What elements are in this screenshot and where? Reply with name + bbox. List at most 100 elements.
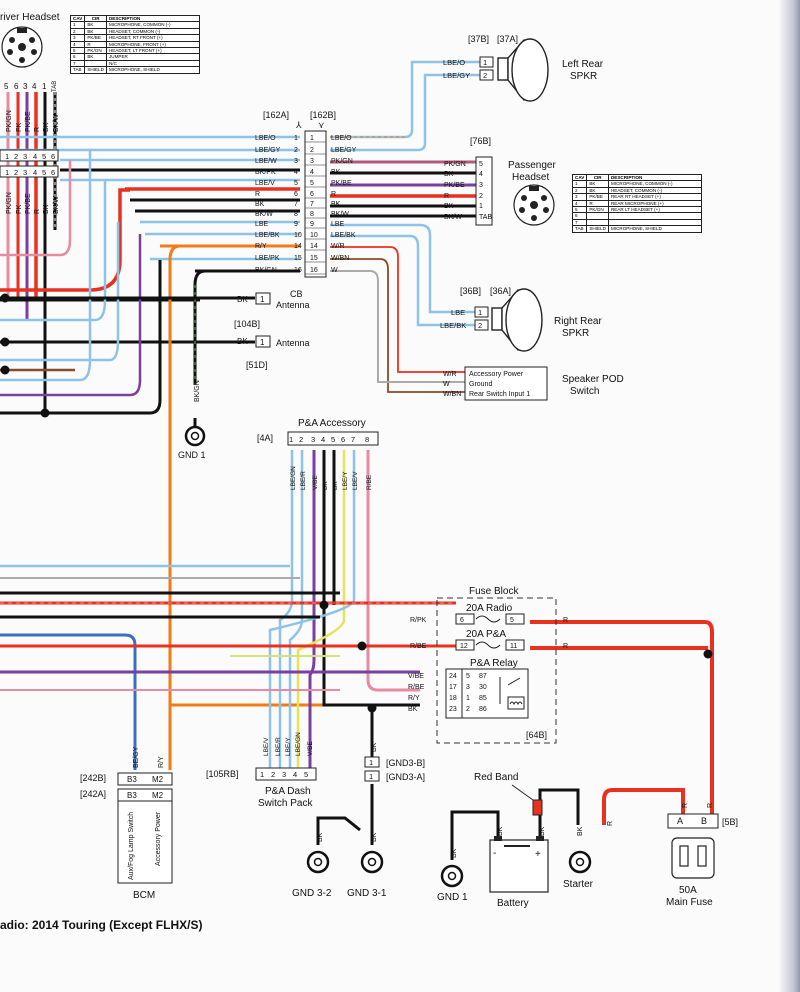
c162-num-l-5: 6 [294,191,298,198]
dh-bp2-3: 3 [23,168,27,177]
bat-plus: + [535,849,541,860]
dh-table-cell: HEADSET, RT FRONT (+) [105,34,200,42]
relay-l-3: 23 [449,706,457,713]
r162-15 [330,258,465,393]
dh-bp2-2: 2 [14,168,18,177]
ph-table-cell: TAB [571,225,588,233]
c162-num-r-8: 9 [310,221,314,228]
dh-table-cell: JUMPER [105,53,200,61]
dh-wl-4: R [34,127,41,132]
bcm-pin-b3-a: B3 [127,791,137,800]
pa-wire-4: BK [332,481,339,490]
pa-w3 [308,450,316,768]
fuse-pl-0: 6 [460,617,464,624]
ph-th-desc: DESCRIPTION [607,173,702,182]
ph-pin-3: 2 [479,193,483,200]
mf-wire-2: R [707,803,714,808]
c162-num-r-2: 3 [310,158,314,165]
bcm-title: BCM [133,890,155,901]
gnd32-wire: BK [317,832,324,842]
dh-wl-2: PK [16,122,23,132]
cb-connector: [104B] [234,319,260,329]
relay-wire-0: V/BE [408,673,424,680]
ph-wire-3: R [444,193,449,200]
diagram-footer-title: adio: 2014 Touring (Except FLHX/S) [0,918,203,932]
rr-wire-2: LBE/BK [440,321,466,330]
dash-pin-1: 2 [271,770,275,779]
dh-bp-5: 5 [42,152,46,161]
dh-table-cell: 6 [69,53,86,61]
bat-wire-2: BK [497,826,504,836]
gnd3-pin-a: 1 [369,772,373,781]
gnd31-label: GND 3-1 [347,888,387,899]
relay-n2-1: 30 [479,684,487,691]
fuse-link-icon [475,615,501,623]
c162-left-9: LBE/BK [255,232,280,239]
fuse-out-0: R [563,617,568,624]
c162-num-r-3: 4 [310,169,314,176]
pod-title-2: Switch [570,386,599,397]
rr-wire-1: LBE [451,308,465,317]
gnd3-pin-b: 1 [369,758,373,767]
gnd1-bottom-ring-icon [440,864,464,888]
relay-n1-3: 2 [466,706,470,713]
dh-lower-wire-labels: PK/GN PK PK/BE R BK BK/W [6,192,60,214]
bkgn-gnd1 [193,269,300,385]
rr-title-2: SPKR [562,328,589,339]
relay-n2-2: 85 [479,695,487,702]
relay-n1-0: 5 [466,673,470,680]
ph-table-cell: 4 [571,199,588,208]
main-fuse-icon [671,837,715,879]
dh-pin-1: 5 [4,82,9,91]
relay-connector: [64B] [526,730,547,740]
junction-dot [367,703,377,713]
c162-left-4: LBE/V [255,180,275,187]
pa-pin-7: 8 [365,435,369,444]
lr-wire-2: LBE/GY [443,71,470,80]
r162-16 [330,270,465,383]
pa-pin-5: 6 [341,435,345,444]
pa-wire-2: V/BE [312,475,319,490]
relay-n2-3: 86 [479,706,487,713]
gnd1-top-ring-icon [184,418,206,447]
ph-table-cell: MICROPHONE, SHIELD [607,225,702,233]
ph-wire-2: PK/BE [444,182,465,189]
dh-bp-2: 2 [14,152,18,161]
harness-purple [0,234,142,397]
left-speaker-icon [497,38,549,102]
junction-dot [0,293,10,303]
pa-pin-4: 5 [331,435,335,444]
pa-w8 [366,450,420,692]
ant-title: Antenna [276,338,310,348]
bcm-label-a: [242A] [80,789,106,799]
gnd32-label: GND 3-2 [292,888,332,899]
right-speaker-icon [491,288,543,352]
lr-title-1: Left Rear [562,59,604,70]
bat-neg [450,810,500,860]
dh-bp2-4: 4 [33,168,37,177]
pa-w6 [296,450,346,768]
battery-label: Battery [497,898,529,909]
mf-title-2: Main Fuse [666,897,713,908]
dh-lwl-6: BK/W [53,196,60,214]
bcm-pin-m2-a: M2 [152,791,164,800]
relay-l-1: 17 [449,684,457,691]
pa-connector: [4A] [257,433,273,443]
fuse-name-1: 20A P&A [466,629,506,640]
mainfuse-a [602,788,685,825]
mf-pin-a: A [677,816,683,826]
junction-dot [40,408,50,418]
c162-num-l-1: 2 [294,147,298,154]
ph-table-cell [607,218,702,227]
pa-pin-6: 7 [351,435,355,444]
harness-pink [0,160,72,257]
c162-num-r-9: 10 [310,232,318,239]
fuse-link-icon [475,641,501,649]
dh-bottom-pins-b: 1 2 3 4 5 6 [5,168,55,177]
cb-wire: BK [237,295,248,304]
